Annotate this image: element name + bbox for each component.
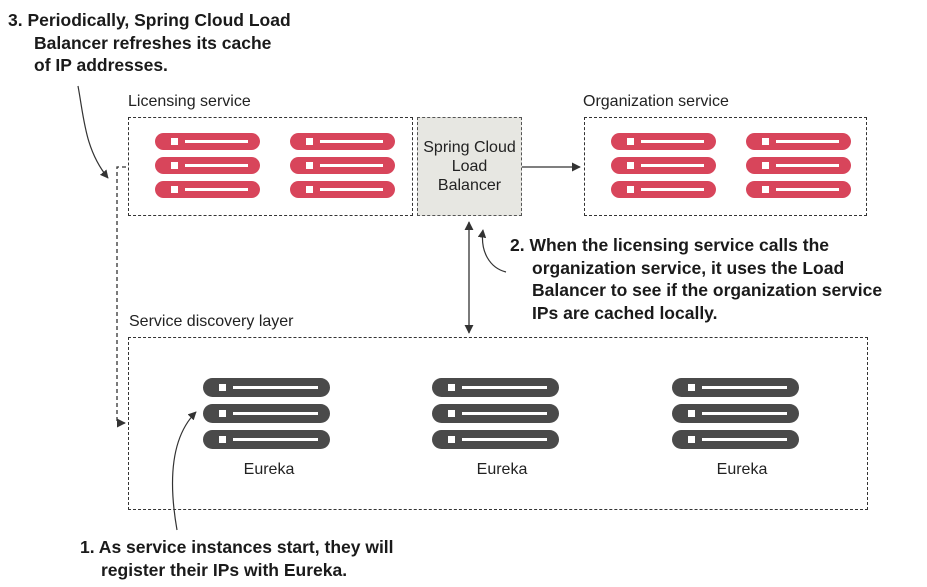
server-indicator [688, 436, 695, 443]
server-indicator [627, 162, 634, 169]
server-indicator [219, 410, 226, 417]
service-discovery-label: Service discovery layer [129, 313, 294, 330]
server-slot [233, 386, 318, 389]
licensing-service-box [128, 117, 413, 216]
load-balancer-label-line-1: Spring Cloud [423, 139, 516, 156]
callout-step-1-leader [171, 411, 197, 531]
server-indicator [688, 410, 695, 417]
server-slot [776, 188, 839, 191]
server-indicator [762, 162, 769, 169]
callout-step-2-line-4: IPs are cached locally. [532, 302, 718, 323]
server-indicator [171, 162, 178, 169]
server-indicator [627, 138, 634, 145]
server-slot [641, 140, 704, 143]
eureka-server-stack-2 [432, 378, 559, 449]
server-slot [702, 386, 787, 389]
organization-service-label: Organization service [583, 93, 729, 110]
server-slot [320, 140, 383, 143]
server-indicator [448, 410, 455, 417]
server-indicator [171, 138, 178, 145]
callout-step-3-line-2: Balancer refreshes its cache [34, 32, 272, 53]
service-discovery-box [128, 337, 868, 510]
callout-step-1: 1. As service instances start, they will… [80, 536, 394, 581]
server-indicator [219, 436, 226, 443]
callout-step-2-line-1: 2. When the licensing service calls the [510, 235, 830, 255]
callout-step-3: 3. Periodically, Spring Cloud Load Balan… [8, 9, 291, 77]
callout-step-3-line-1: 3. Periodically, Spring Cloud Load [8, 10, 291, 30]
licensing-server-stack-2 [290, 133, 395, 198]
callout-step-2-line-3: Balancer to see if the organization serv… [532, 280, 883, 300]
server-slot [185, 164, 248, 167]
eureka-server-stack-1 [203, 378, 330, 449]
cache-refresh-connector [116, 166, 126, 424]
server-indicator [448, 384, 455, 391]
eureka-label-2: Eureka [476, 461, 528, 478]
server-indicator [306, 162, 313, 169]
server-indicator [762, 186, 769, 193]
load-balancer-label-line-2: Load [451, 158, 488, 175]
callout-step-2-line-2: organization service, it uses the Load [532, 257, 845, 278]
server-indicator [306, 138, 313, 145]
server-slot [641, 164, 704, 167]
load-balancer-label-line-3: Balancer [437, 177, 502, 194]
organization-server-stack-2 [746, 133, 851, 198]
callout-step-1-line-1: 1. As service instances start, they will [80, 537, 394, 557]
server-indicator [306, 186, 313, 193]
callout-step-3-line-3: of IP addresses. [34, 55, 168, 75]
server-slot [233, 438, 318, 441]
server-slot [462, 438, 547, 441]
server-slot [776, 140, 839, 143]
server-indicator [171, 186, 178, 193]
server-indicator [448, 436, 455, 443]
server-slot [320, 164, 383, 167]
server-slot [185, 188, 248, 191]
callout-step-2-leader [477, 229, 507, 273]
server-slot [462, 386, 547, 389]
server-slot [462, 412, 547, 415]
eureka-label-3: Eureka [716, 461, 768, 478]
eureka-label-1: Eureka [243, 461, 295, 478]
callout-step-1-line-2: register their IPs with Eureka. [101, 559, 348, 580]
server-indicator [688, 384, 695, 391]
server-slot [185, 140, 248, 143]
server-slot [702, 438, 787, 441]
callout-step-2: 2. When the licensing service calls the … [510, 234, 882, 324]
server-indicator [627, 186, 634, 193]
eureka-server-stack-3 [672, 378, 799, 449]
load-balancer-box: Spring Cloud Load Balancer [417, 117, 522, 216]
server-indicator [219, 384, 226, 391]
server-slot [702, 412, 787, 415]
server-slot [776, 164, 839, 167]
server-slot [320, 188, 383, 191]
server-slot [233, 412, 318, 415]
organization-server-stack-1 [611, 133, 716, 198]
server-indicator [762, 138, 769, 145]
callout-step-3-leader [77, 85, 109, 179]
organization-service-box [584, 117, 867, 216]
licensing-service-label: Licensing service [128, 93, 251, 110]
server-slot [641, 188, 704, 191]
licensing-server-stack-1 [155, 133, 260, 198]
